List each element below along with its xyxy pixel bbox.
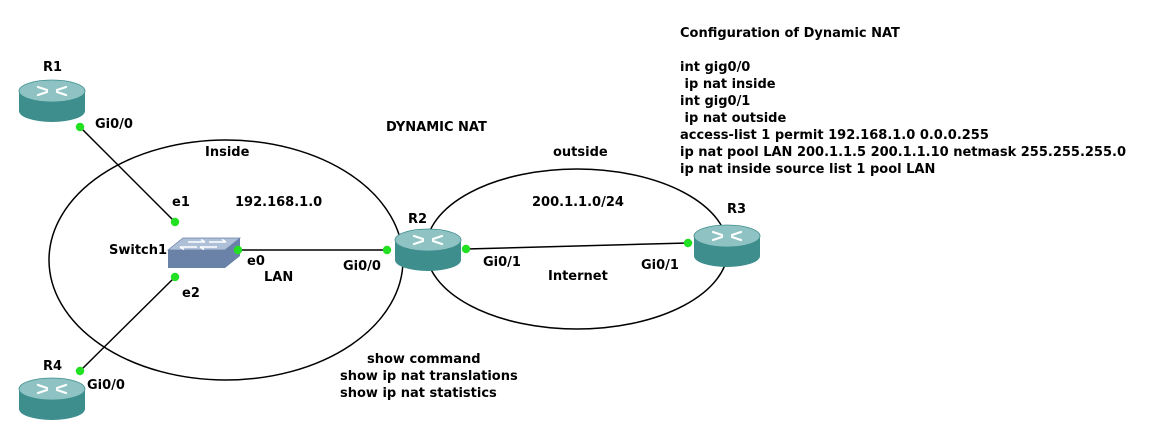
config-line: ip nat pool LAN 200.1.1.5 200.1.1.10 net… (680, 145, 1126, 160)
link-r2-r3 (465, 242, 689, 250)
port-dot-r1-gi00 (75, 122, 85, 132)
config-line: ip nat inside (680, 77, 776, 92)
diagram-title: DYNAMIC NAT (386, 120, 487, 135)
device-label-r2: R2 (408, 212, 427, 227)
port-dot-r2-gi00 (382, 245, 392, 255)
config-line: int gig0/0 (680, 60, 750, 75)
config-line: ip nat inside source list 1 pool LAN (680, 162, 935, 177)
port-dot-r3-gi01 (683, 238, 693, 248)
show-commands-heading: show command (367, 352, 481, 367)
port-label-r2-gi00: Gi0/0 (343, 259, 381, 274)
port-label-r3-gi01: Gi0/1 (641, 258, 679, 273)
port-label-r2-gi01: Gi0/1 (483, 255, 521, 270)
router-r3-icon[interactable] (692, 223, 762, 269)
device-label-r1: R1 (43, 60, 62, 75)
port-dot-r2-gi01 (461, 244, 471, 254)
inside-network-label: 192.168.1.0 (235, 195, 322, 210)
router-r2-icon[interactable] (393, 227, 463, 273)
port-dot-r4-gi00 (75, 366, 85, 376)
port-dot-sw-e0 (233, 245, 243, 255)
lan-label: LAN (264, 270, 293, 285)
router-r1-icon[interactable] (17, 78, 87, 124)
port-label-sw-e2: e2 (182, 286, 200, 301)
config-line: access-list 1 permit 192.168.1.0 0.0.0.2… (680, 128, 989, 143)
port-dot-sw-e2 (170, 272, 180, 282)
port-dot-sw-e1 (170, 217, 180, 227)
internet-label: Internet (548, 269, 608, 284)
port-label-r4-gi00: Gi0/0 (87, 378, 125, 393)
router-r4-icon[interactable] (17, 376, 87, 422)
device-label-r3: R3 (727, 202, 746, 217)
switch1-icon[interactable] (166, 237, 242, 268)
config-line: ip nat outside (680, 111, 786, 126)
outside-zone-label: outside (553, 145, 608, 160)
show-command-line: show ip nat translations (340, 369, 518, 384)
port-label-sw-e0: e0 (247, 254, 265, 269)
link-r4-switch1 (79, 276, 176, 372)
show-command-line: show ip nat statistics (340, 386, 497, 401)
config-line: int gig0/1 (680, 94, 750, 109)
port-label-sw-e1: e1 (172, 195, 190, 210)
device-label-switch1: Switch1 (109, 243, 167, 258)
outside-network-label: 200.1.1.0/24 (532, 195, 624, 210)
device-label-r4: R4 (43, 359, 62, 374)
inside-zone-label: Inside (205, 145, 250, 160)
port-label-r1-gi00: Gi0/0 (95, 117, 133, 132)
config-title: Configuration of Dynamic NAT (680, 26, 900, 41)
link-r1-switch1 (79, 126, 176, 223)
